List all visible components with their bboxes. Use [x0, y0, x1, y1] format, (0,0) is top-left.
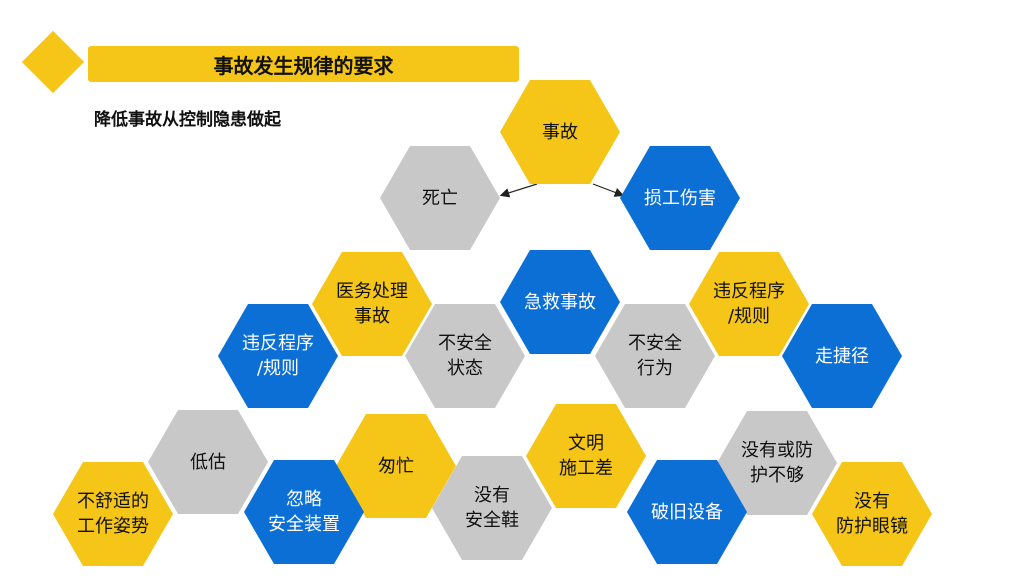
hexagon-unsafe-behavior: 不安全 行为 [595, 304, 715, 408]
hexagon-medical: 医务处理 事故 [312, 252, 432, 356]
hexagon-violation-right: 违反程序 /规则 [689, 252, 809, 356]
arrow-to-injury [592, 183, 625, 197]
arrow-to-death [499, 183, 538, 198]
hexagon-violation-left: 违反程序 /规则 [218, 304, 338, 408]
hexagon-unsafe-state: 不安全 状态 [405, 304, 525, 408]
hexagon-civilized: 文明 施工差 [526, 404, 646, 508]
page-subtitle: 降低事故从控制隐患做起 [94, 110, 281, 130]
page-title: 事故发生规律的要求 [88, 46, 519, 82]
hexagon-underestimate: 低估 [148, 410, 268, 514]
hexagon-shortcut: 走捷径 [782, 304, 902, 408]
hexagon-first-aid: 急救事故 [500, 250, 620, 354]
